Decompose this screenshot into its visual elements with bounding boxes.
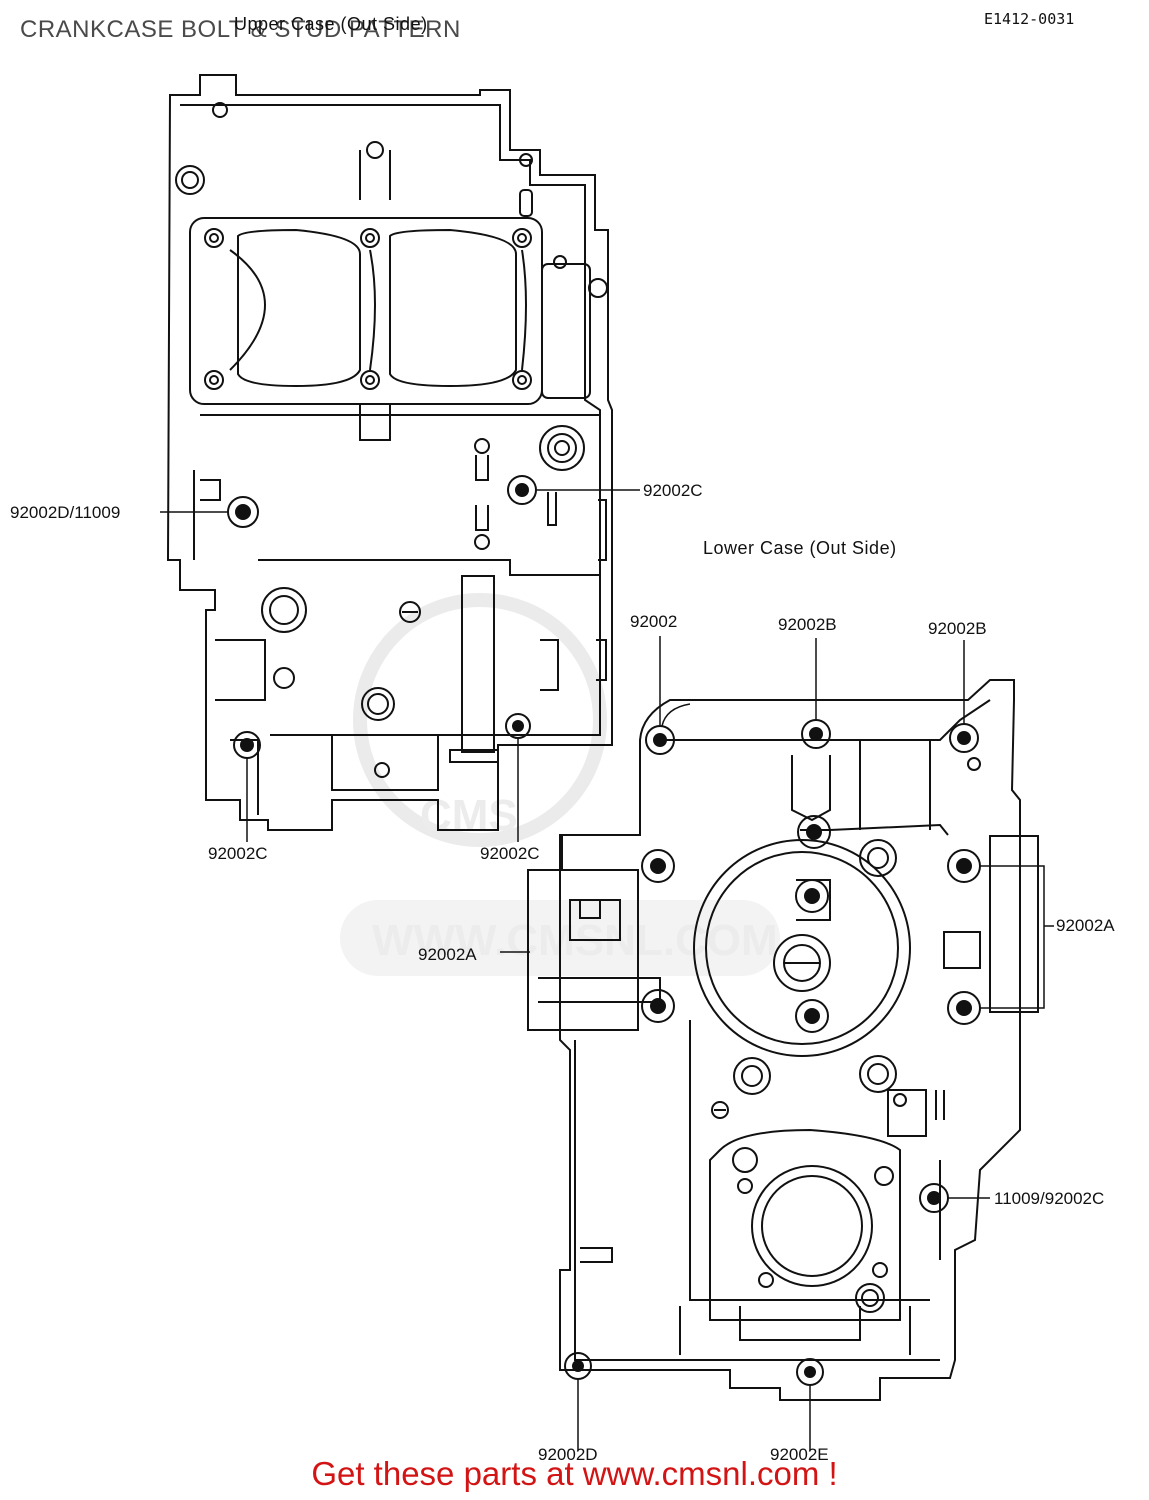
callout-label: 92002C [480, 844, 540, 863]
callout-label: 92002C [208, 844, 268, 863]
callout-label: 92002 [630, 612, 677, 631]
lower-case-label: Lower Case (Out Side) [703, 538, 897, 558]
callout-label: 92002B [778, 615, 837, 634]
lower-case-drawing [527, 679, 1039, 1401]
callout-label: 92002D [538, 1445, 598, 1464]
callout-label: 92002A [418, 945, 477, 964]
callout-label: 92002E [770, 1445, 829, 1464]
watermark-logo-text: CMS [420, 791, 518, 840]
callout-label: 92002A [1056, 916, 1115, 935]
callout-label: 92002C [643, 481, 703, 500]
leader-lines [160, 489, 1054, 1450]
upper-case-bolt-markers [227, 475, 537, 759]
diagram-reference-code: E1412-0031 [984, 10, 1075, 28]
footer-link-text[interactable]: Get these parts at www.cmsnl.com ! [311, 1455, 838, 1492]
page-title: CRANKCASE BOLT & STUD PATTERN [20, 16, 461, 43]
callout-label: 92002B [928, 619, 987, 638]
watermark: CMS WWW.CMSNL.COM [340, 593, 780, 976]
upper-case-label: Upper Case (Out Side) [234, 14, 428, 34]
callout-labels: 92002C 92002D/11009 92002C 92002C 92002 … [10, 481, 1115, 1464]
callout-label: 92002D/11009 [10, 503, 120, 522]
callout-label: 11009/92002C [994, 1189, 1104, 1208]
upper-case-drawing [166, 74, 613, 831]
